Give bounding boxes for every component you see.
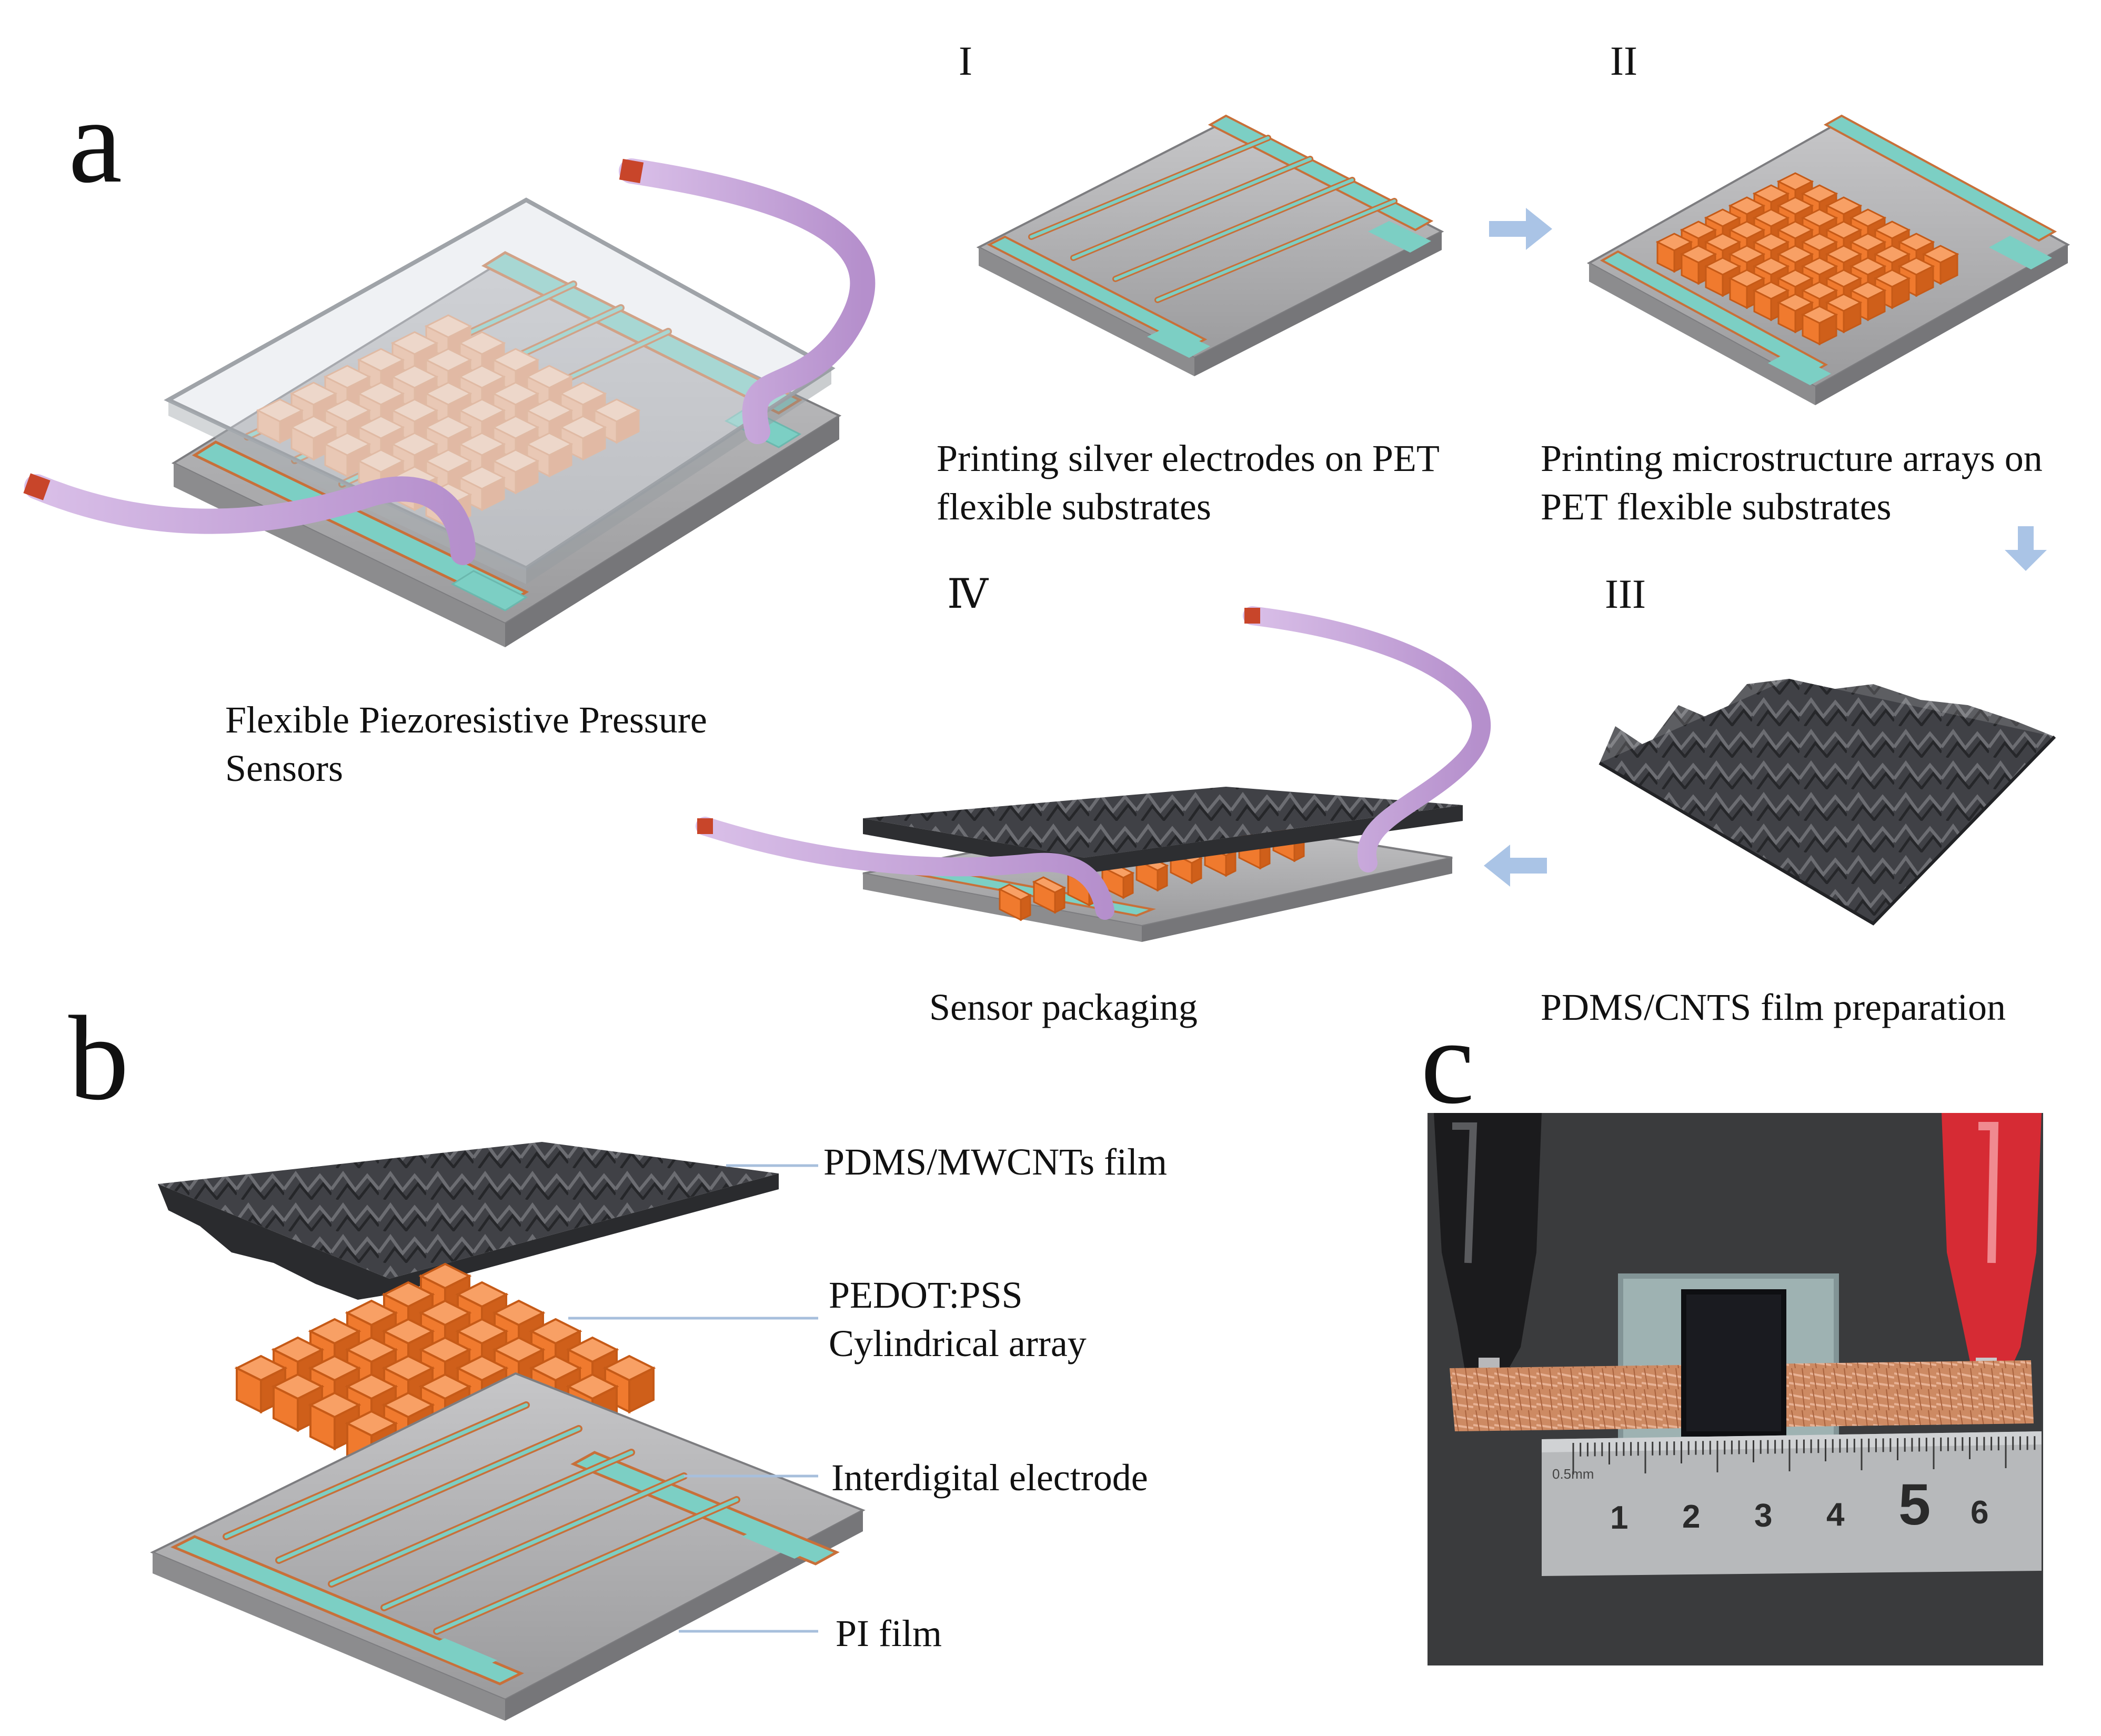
pillar — [628, 1366, 655, 1414]
step-ii-numeral: II — [1610, 38, 1637, 84]
step-iii-rough-film — [1599, 679, 2056, 926]
panel-c-letter: c — [1421, 995, 1474, 1129]
pillar — [1818, 313, 1837, 346]
arrow-i-to-ii — [1489, 208, 1552, 250]
step-i-numeral: I — [959, 38, 972, 84]
main-sensor-caption-line1: Flexible Piezoresistive Pressure — [225, 699, 707, 741]
label-pedot-pss-line1: PEDOT:PSS — [829, 1274, 1023, 1316]
panel-b-letter: b — [68, 991, 129, 1125]
panel-a-letter: a — [68, 74, 122, 208]
step-iii-numeral: III — [1605, 571, 1646, 617]
pillar — [1225, 849, 1237, 877]
pillar — [1915, 265, 1934, 297]
ruler-number: 4 — [1826, 1497, 1845, 1533]
label-interdigital-electrode: Interdigital electrode — [831, 1457, 1148, 1499]
pillar — [1191, 857, 1202, 885]
ruler-unit-label: 0.5mm — [1552, 1466, 1594, 1482]
main-sensor-caption-line2: Sensors — [225, 747, 343, 789]
pillar — [1867, 289, 1886, 322]
arrow-iii-to-iv — [1484, 845, 1547, 887]
step-i-caption-line2: flexible substrates — [937, 486, 1211, 528]
pillar — [1157, 864, 1168, 892]
step-iv-numeral: Ⅳ — [947, 571, 989, 617]
panel-b-leader-lines — [568, 1164, 818, 1633]
ruler-number: 2 — [1682, 1499, 1700, 1535]
ruler-number: 6 — [1971, 1494, 1988, 1531]
label-pedot-pss-line2: Cylindrical array — [829, 1322, 1087, 1364]
step-iv-caption: Sensor packaging — [929, 986, 1198, 1028]
device-photo: 0.5mm 1 2 3 4 5 6 — [1428, 1113, 2043, 1665]
pillar — [1122, 871, 1134, 899]
label-pi-film: PI film — [836, 1612, 942, 1654]
pillar — [582, 426, 606, 461]
ruler-number: 1 — [1610, 1500, 1628, 1536]
pillar — [481, 476, 505, 511]
arrow-ii-to-iii — [2005, 526, 2047, 571]
pillar — [1020, 894, 1031, 921]
label-pdms-mwcnts-film: PDMS/MWCNTs film — [823, 1141, 1167, 1183]
step-iii-caption: PDMS/CNTS film preparation — [1541, 986, 2006, 1028]
pillar — [548, 443, 572, 478]
pillar — [1891, 277, 1910, 309]
step-ii-caption-line1: Printing microstructure arrays on — [1541, 437, 2043, 479]
pillar — [1054, 886, 1065, 914]
exploded-view-illustration — [150, 1142, 866, 1721]
pillar — [1843, 301, 1862, 334]
pillar — [1939, 253, 1958, 285]
step-ii-pillar-array — [1586, 114, 2070, 405]
step-i-electrode-substrate — [976, 114, 1444, 376]
ruler-number: 5 — [1898, 1472, 1931, 1537]
assembled-sensor-illustration — [23, 158, 876, 647]
step-i-caption-line1: Printing silver electrodes on PET — [937, 437, 1440, 479]
ruler-number: 3 — [1754, 1498, 1772, 1534]
step-iv-packaged-sensor — [696, 606, 1491, 942]
pillar — [616, 409, 640, 444]
pillar — [515, 459, 539, 495]
step-ii-caption-line2: PET flexible substrates — [1541, 486, 1892, 528]
